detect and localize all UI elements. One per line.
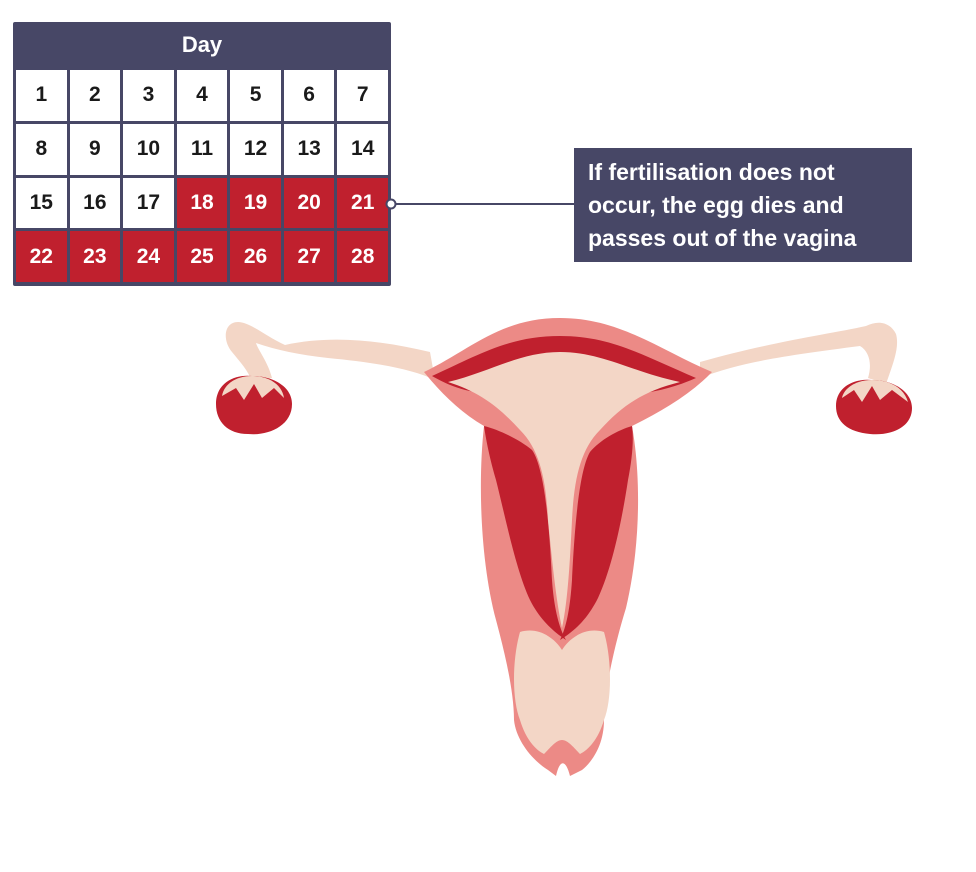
endometrium-left (484, 426, 566, 640)
day-cell-6: 6 (283, 70, 335, 121)
day-cell-26: 26 (230, 231, 281, 282)
right-ovary-highlight (842, 380, 908, 402)
day-cell-5: 5 (230, 70, 281, 121)
day-cell-18: 18 (176, 177, 228, 229)
day-cell-8: 8 (16, 123, 67, 175)
day-cell-4: 4 (176, 70, 228, 121)
right-fallopian-tube (700, 322, 898, 384)
left-ovary (216, 375, 292, 435)
day-cell-28: 28 (337, 231, 388, 282)
day-cell-24: 24 (123, 231, 174, 282)
day-cell-11: 11 (176, 123, 228, 175)
left-ovary-highlight (222, 376, 284, 400)
day-cell-23: 23 (69, 231, 121, 282)
endometrium-right (560, 426, 633, 640)
day-cell-9: 9 (69, 123, 121, 175)
uterus-cavity-top (448, 352, 680, 430)
day-cell-25: 25 (176, 231, 228, 282)
calendar-header: Day (181, 32, 223, 57)
callout-box: If fertilisation does not occur, the egg… (574, 148, 912, 262)
day-cell-13: 13 (283, 123, 335, 175)
day-cell-15: 15 (16, 177, 67, 229)
day-cell-12: 12 (230, 123, 281, 175)
uterus-cavity-center (520, 430, 600, 628)
day-cell-16: 16 (69, 177, 121, 229)
day-cell-27: 27 (283, 231, 335, 282)
left-fallopian-tube (225, 322, 435, 382)
day-cell-2: 2 (69, 70, 121, 121)
day-cell-7: 7 (337, 70, 388, 121)
day-cell-22: 22 (16, 231, 67, 282)
day-cell-17: 17 (123, 177, 174, 229)
day-cell-3: 3 (123, 70, 174, 121)
connector-dot (385, 198, 397, 210)
day-cell-14: 14 (337, 123, 388, 175)
vagina (514, 630, 610, 754)
day-cell-1: 1 (16, 70, 67, 121)
day-cell-10: 10 (123, 123, 174, 175)
day-cell-21: 21 (337, 177, 388, 229)
day-cell-20: 20 (283, 177, 335, 229)
day-cell-19: 19 (230, 177, 281, 229)
right-ovary (836, 379, 912, 435)
